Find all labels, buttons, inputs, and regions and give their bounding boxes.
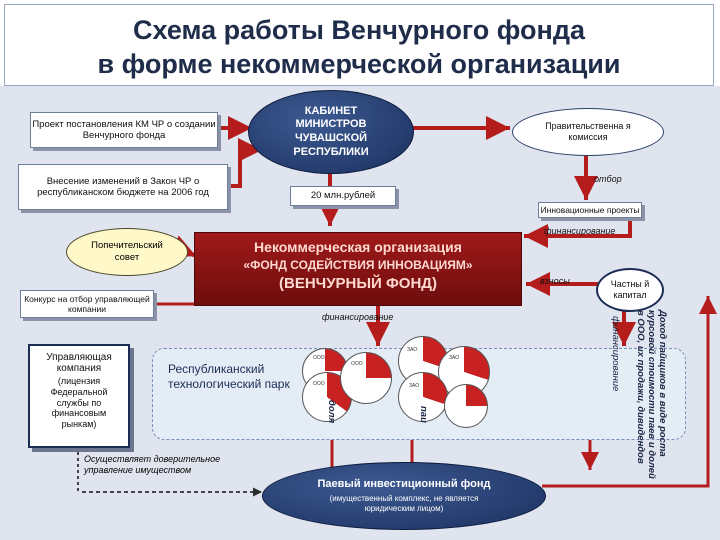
arrow-mutual-income [542,296,717,488]
pie-label-6: ЗАО [409,383,420,389]
changes-text: Внесение изменений в Закон ЧР о республи… [37,175,209,198]
mgmt-company-sub: (лицензия Федеральной службы по финансов… [50,376,108,430]
board-ellipse: Попечительский совет [66,228,188,276]
title-line-1: Схема работы Венчурного фонда [133,15,585,45]
amount-box: 20 млн.рублей [290,186,396,206]
cabinet-text: КАБИНЕТ МИНИСТРОВ ЧУВАШСКОЙ РЕСПУБЛИКИ [293,104,369,158]
private-capital-text: Частны й капитал [610,278,650,300]
cabinet-ellipse: КАБИНЕТ МИНИСТРОВ ЧУВАШСКОЙ РЕСПУБЛИКИ [248,90,414,174]
pie-label-3: ООО [351,361,363,367]
share-label: доля [326,400,337,424]
board-text: Попечительский совет [91,240,163,263]
financing-top-label: финансирование [544,226,616,236]
financing-mid-label: финансирование [322,312,394,322]
title-line-2: в форме некоммерческой организации [97,49,621,79]
innov-projects-text: Инновационные проекты [540,204,640,215]
income-text: Доход пайщиков в виде роста курсовой сто… [634,310,668,479]
arrow-changes-cabinet [226,138,262,188]
private-capital-ellipse: Частны й капитал [596,268,664,312]
mutual-fund-sub: (имущественный комплекс, не является юри… [329,494,479,514]
contest-text: Конкурс на отбор управляющей компании [24,293,150,314]
contest-box: Конкурс на отбор управляющей компании [20,290,154,318]
mutual-fund-ellipse: Паевый инвестиционный фонд (имущественны… [262,462,546,530]
pie-company-3: ООО [340,352,392,404]
trust-text: Осуществляет доверительное управление им… [84,454,221,475]
pie-company-6: ЗАО [398,372,448,422]
pie-company-7 [444,384,488,428]
shares-label: паи [418,406,429,423]
pie-label-5: ЗАО [449,355,460,361]
arrow-projects-fund [524,216,632,248]
nko-line-2: «ФОНД СОДЕЙСТВИЯ ИННОВАЦИЯМ» [243,258,473,272]
financing-right-label: финансирование [610,316,621,392]
project-text: Проект постановления КМ ЧР о создании Ве… [32,118,216,141]
commission-ellipse: Правительственна я комиссия [512,108,664,156]
title-box: Схема работы Венчурного фонда в форме не… [4,4,714,86]
mutual-fund-title: Паевый инвестиционный фонд [317,477,491,490]
contributions-label: взносы [540,276,570,286]
pie-label-1: ООО [313,355,325,361]
arrow-contest-fund [150,300,194,306]
nko-box: Некоммерческая организация «ФОНД СОДЕЙСТ… [194,232,522,306]
innov-projects-box: Инновационные проекты [538,202,642,218]
mgmt-company-box: Управляющая компания (лицензия Федеральн… [28,344,130,448]
nko-line-3: (ВЕНЧУРНЫЙ ФОНД) [279,275,437,292]
pie-label-4: ЗАО [407,347,418,353]
selection-label: отбор [594,174,622,184]
amount-text: 20 млн.рублей [310,190,376,202]
nko-line-1: Некоммерческая организация [254,239,462,255]
mgmt-company-title: Управляющая компания [46,352,112,374]
commission-text: Правительственна я комиссия [545,120,631,142]
park-label: Республиканский технологический парк [168,362,290,391]
pie-label-2: ООО [313,381,325,387]
changes-box: Внесение изменений в Закон ЧР о республи… [18,164,228,210]
project-box: Проект постановления КМ ЧР о создании Ве… [30,112,218,148]
